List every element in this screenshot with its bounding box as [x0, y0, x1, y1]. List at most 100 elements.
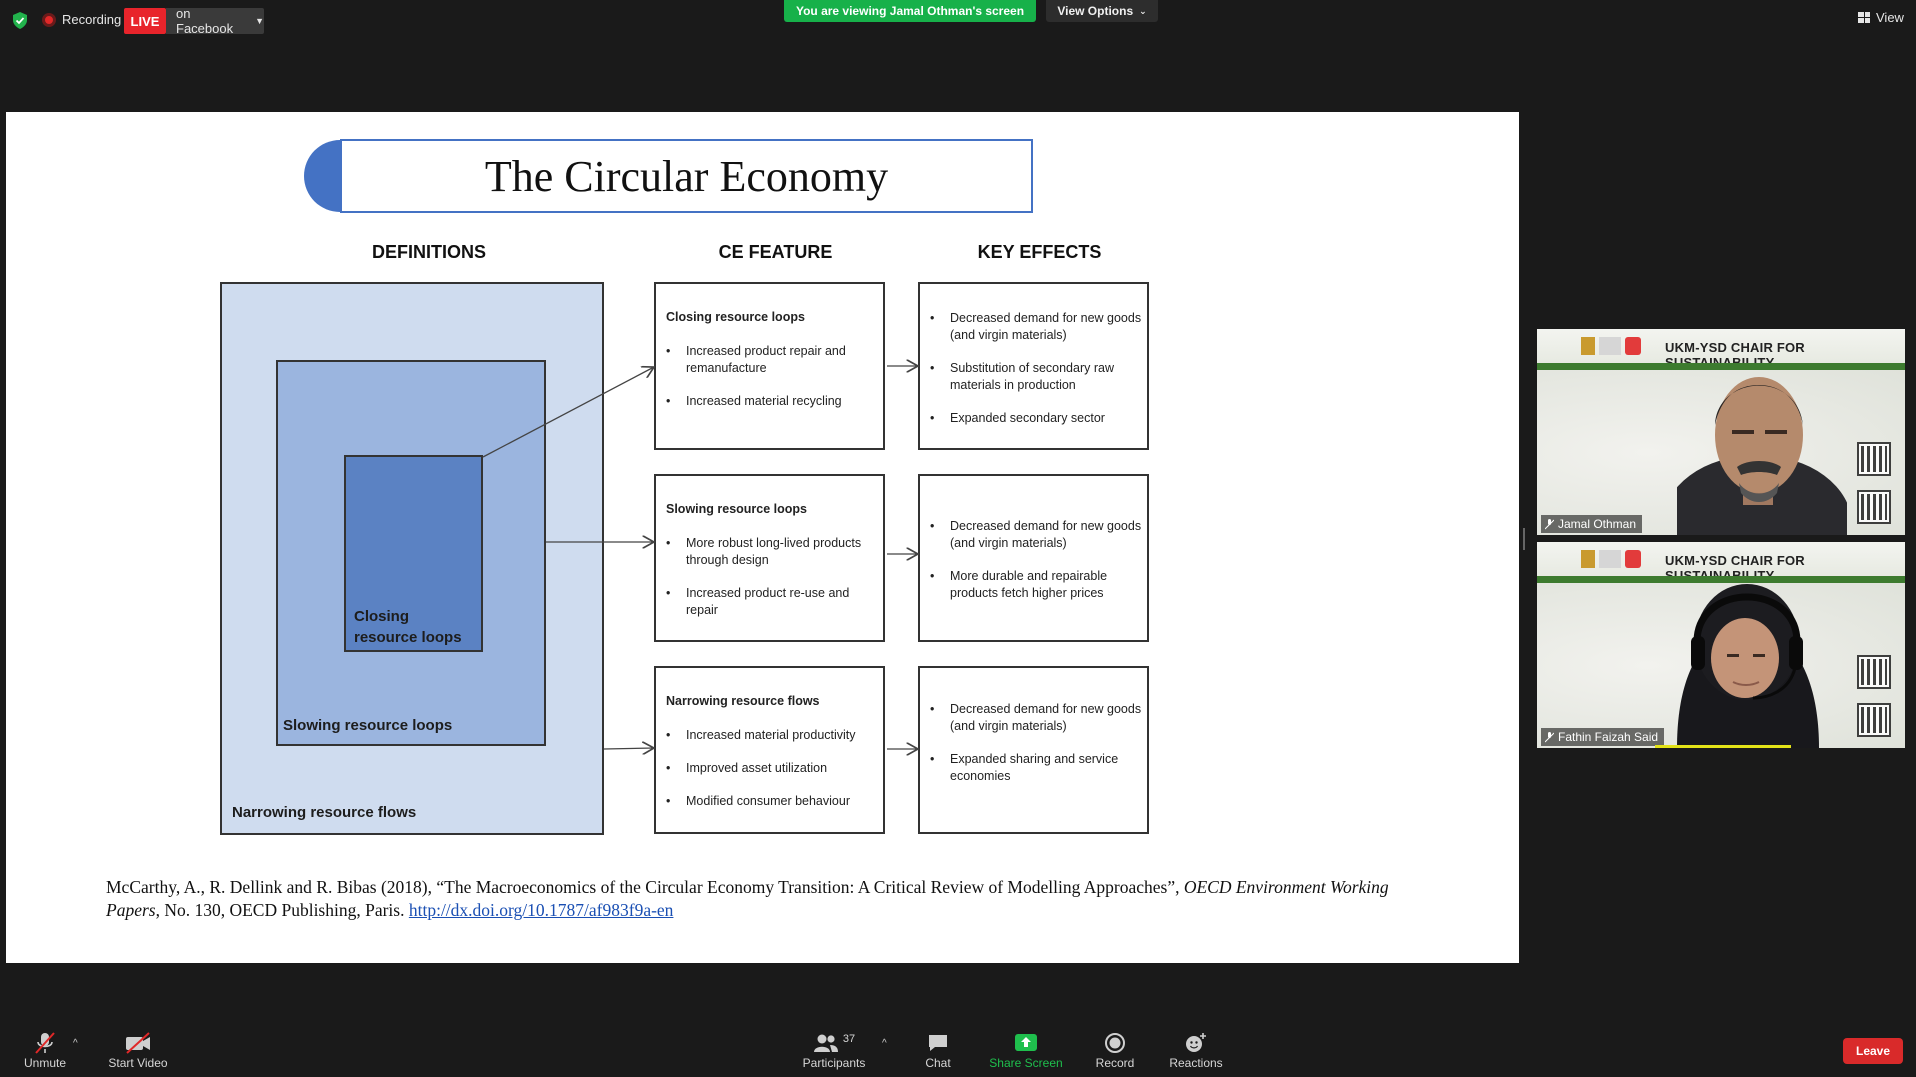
participant-name: Jamal Othman: [1558, 517, 1637, 531]
live-target-label: on Facebook: [176, 6, 234, 36]
participants-options-caret-icon[interactable]: ^: [882, 1038, 887, 1049]
feature-title: Slowing resource loops: [666, 502, 807, 516]
record-button[interactable]: Record: [1094, 1030, 1136, 1070]
share-screen-label: Share Screen: [989, 1056, 1063, 1070]
share-screen-button[interactable]: Share Screen: [988, 1030, 1064, 1070]
recording-indicator[interactable]: Recording: [42, 12, 121, 27]
live-target-dropdown[interactable]: on Facebook ▼: [166, 6, 264, 36]
chat-label: Chat: [925, 1056, 951, 1070]
recording-label: Recording: [62, 12, 122, 27]
definition-closing-label: Closing resource loops: [354, 608, 462, 646]
citation-link[interactable]: http://dx.doi.org/10.1787/af983f9a-en: [408, 900, 674, 920]
list-item: Increased product re-use and repair: [666, 585, 883, 619]
citation-text: McCarthy, A., R. Dellink and R. Bibas (2…: [106, 877, 1184, 897]
view-options-button[interactable]: View Options ⌄: [1046, 0, 1158, 22]
video-banner: [1537, 329, 1905, 367]
start-video-button[interactable]: Start Video: [106, 1030, 170, 1070]
definition-closing-box: [344, 455, 483, 652]
participant-name-tag: Jamal Othman: [1541, 515, 1643, 533]
citation-journal: OECD Environment Working Papers: [106, 877, 1389, 920]
feature-box-slowing: Slowing resource loops More robust long-…: [654, 474, 885, 642]
header-ce-feature: CE FEATURE: [718, 242, 833, 262]
list-item: Expanded sharing and service economies: [930, 751, 1147, 785]
banner-stripe: [1537, 576, 1905, 583]
effect-box-closing: Decreased demand for new goods (and virg…: [918, 282, 1149, 450]
video-banner: [1537, 542, 1905, 580]
view-layout-button[interactable]: View: [1858, 10, 1904, 25]
list-item: Increased material productivity: [666, 727, 856, 744]
security-shield-icon[interactable]: [12, 12, 28, 29]
qr-code-icon: [1857, 655, 1891, 689]
reactions-label: Reactions: [1169, 1056, 1223, 1070]
participant-name: Fathin Faizah Said: [1558, 730, 1659, 744]
list-item: Decreased demand for new goods (and virg…: [930, 518, 1147, 552]
participants-count: 37: [842, 1033, 856, 1045]
feature-title: Closing resource loops: [666, 310, 805, 324]
citation-text-after: , No. 130, OECD Publishing, Paris.: [155, 900, 409, 920]
participants-label: Participants: [802, 1056, 866, 1070]
citation: McCarthy, A., R. Dellink and R. Bibas (2…: [106, 876, 1436, 922]
sponsor-logos: [1581, 550, 1641, 568]
view-label: View: [1876, 10, 1904, 25]
list-item: Increased material recycling: [666, 393, 883, 410]
list-item: Decreased demand for new goods (and virg…: [930, 701, 1147, 735]
participant-video-jamal: [1677, 377, 1847, 535]
slide-title: The Circular Economy: [340, 139, 1033, 213]
effect-list: Decreased demand for new goods (and virg…: [930, 518, 1147, 618]
microphone-muted-icon: [34, 1030, 56, 1056]
list-item: Improved asset utilization: [666, 760, 856, 777]
unmute-label: Unmute: [23, 1056, 67, 1070]
share-screen-icon: [1014, 1030, 1038, 1056]
feature-title: Narrowing resource flows: [666, 694, 820, 708]
feature-list: More robust long-lived products through …: [666, 535, 883, 635]
list-item: More robust long-lived products through …: [666, 535, 883, 569]
audio-options-caret-icon[interactable]: ^: [73, 1038, 78, 1049]
smiley-plus-icon: [1184, 1030, 1208, 1056]
diagram-arrows: [482, 112, 1519, 963]
effect-box-narrowing: Decreased demand for new goods (and virg…: [918, 666, 1149, 834]
participants-icon: 37: [813, 1030, 855, 1056]
mic-muted-icon: [1545, 731, 1554, 742]
mic-muted-icon: [1545, 518, 1554, 529]
caret-down-icon: ▼: [255, 16, 264, 26]
chat-bubble-icon: [927, 1030, 949, 1056]
qr-code-icon: [1857, 490, 1891, 524]
list-item: Modified consumer behaviour: [666, 793, 856, 810]
chevron-down-icon: ⌄: [1139, 5, 1147, 16]
participant-video-fathin: [1677, 584, 1819, 748]
feature-list: Increased product repair and remanufactu…: [666, 343, 883, 426]
record-icon: [1104, 1030, 1126, 1056]
list-item: Increased product repair and remanufactu…: [666, 343, 883, 377]
qr-code-icon: [1857, 703, 1891, 737]
header-key-effects: KEY EFFECTS: [977, 242, 1102, 262]
participant-name-tag: Fathin Faizah Said: [1541, 728, 1665, 746]
video-tile-jamal[interactable]: UKM-YSD CHAIR FOR SUSTAINABILITY Jamal O…: [1537, 329, 1905, 535]
effect-list: Decreased demand for new goods (and virg…: [930, 701, 1147, 801]
start-video-label: Start Video: [108, 1056, 168, 1070]
list-item: Expanded secondary sector: [930, 410, 1147, 427]
feature-list: Increased material productivity Improved…: [666, 727, 856, 826]
active-speaker-indicator: [1655, 745, 1791, 748]
list-item: Decreased demand for new goods (and virg…: [930, 310, 1147, 344]
definition-slowing-label: Slowing resource loops: [283, 717, 453, 734]
header-definitions: DEFINITIONS: [371, 242, 486, 262]
feature-box-closing: Closing resource loops Increased product…: [654, 282, 885, 450]
reactions-button[interactable]: Reactions: [1168, 1030, 1224, 1070]
definition-narrowing-label: Narrowing resource flows: [232, 804, 417, 821]
panel-resize-handle[interactable]: [1523, 528, 1525, 550]
banner-stripe: [1537, 363, 1905, 370]
leave-button[interactable]: Leave: [1843, 1038, 1903, 1064]
video-tile-fathin[interactable]: UKM-YSD CHAIR FOR SUSTAINABILITY Fathin …: [1537, 542, 1905, 748]
top-bar: Recording LIVE on Facebook ▼ You are vie…: [0, 0, 1916, 40]
participants-button[interactable]: 37 Participants: [800, 1030, 868, 1070]
qr-code-icon: [1857, 442, 1891, 476]
live-badge[interactable]: LIVE: [124, 8, 166, 34]
chat-button[interactable]: Chat: [920, 1030, 956, 1070]
list-item: Substitution of secondary raw materials …: [930, 360, 1147, 394]
meeting-toolbar: Unmute ^ Start Video 37 Participants ^ C…: [0, 1016, 1916, 1077]
record-label: Record: [1095, 1056, 1135, 1070]
unmute-button[interactable]: Unmute: [22, 1030, 68, 1070]
view-options-label: View Options: [1057, 4, 1134, 18]
viewing-screen-banner: You are viewing Jamal Othman's screen: [784, 0, 1036, 22]
